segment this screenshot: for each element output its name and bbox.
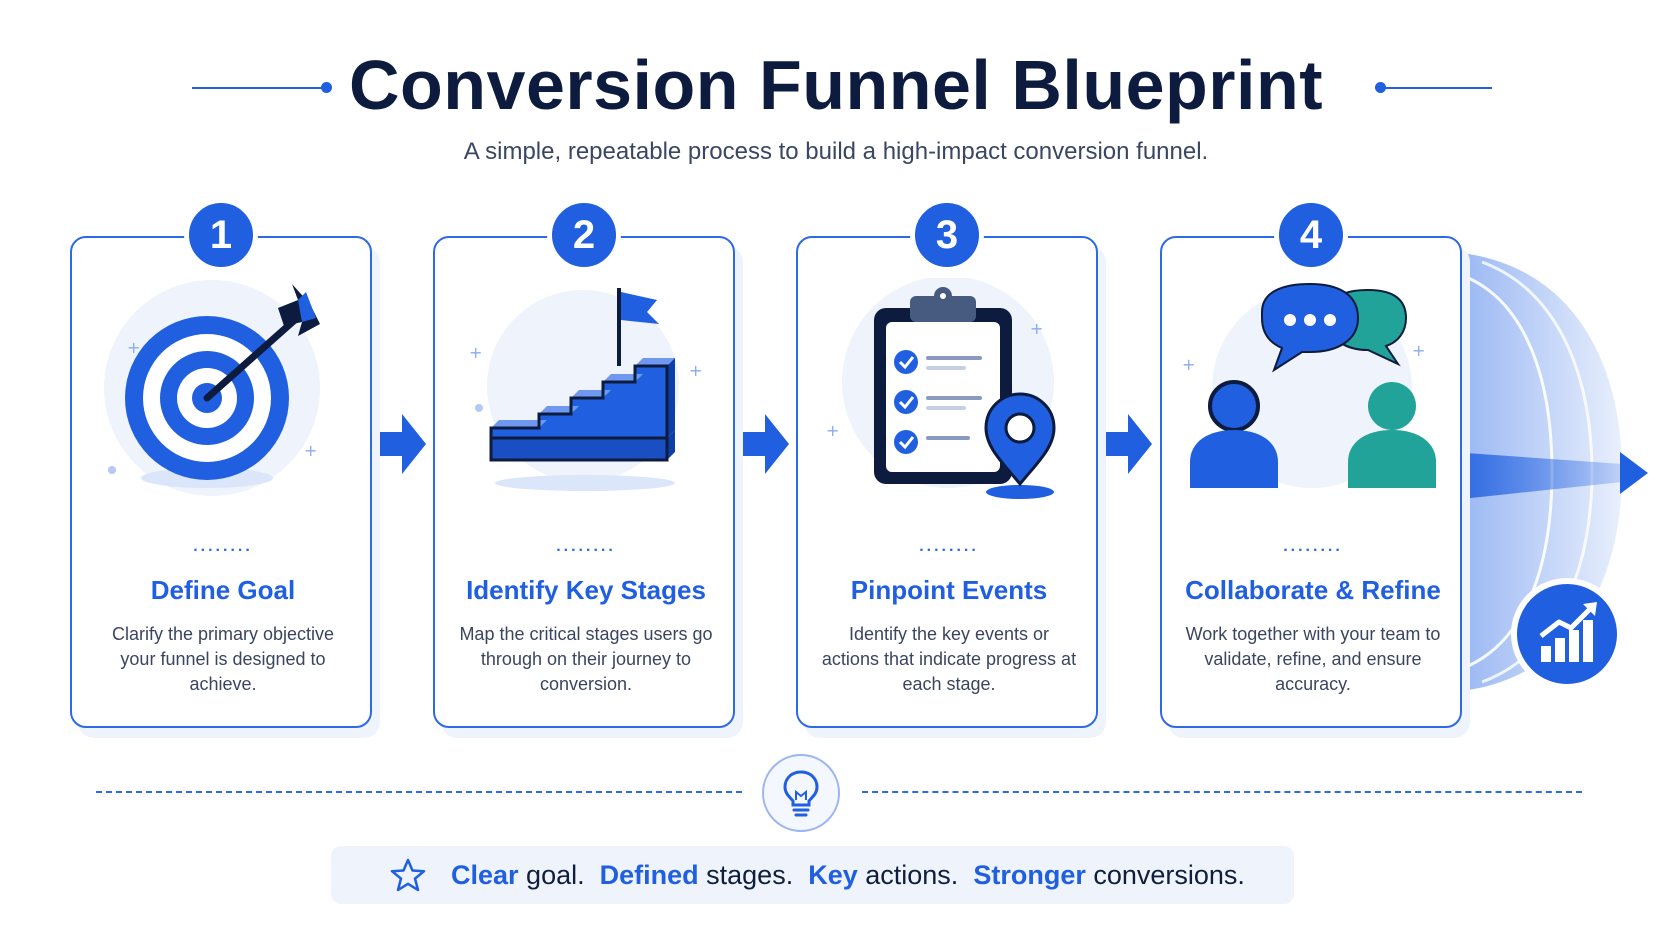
title-decor-dot-left	[321, 82, 332, 93]
step-title: Identify Key Stages	[466, 575, 706, 605]
svg-text:+: +	[1182, 355, 1195, 374]
step-title: Define Goal	[150, 575, 296, 605]
svg-text:+: +	[469, 343, 482, 362]
svg-text:+: +	[1030, 319, 1043, 338]
title-decor-line-left	[192, 87, 326, 89]
tagline-word: conversions.	[1085, 860, 1245, 890]
title-decor-line-right	[1380, 87, 1492, 89]
tagline-word: goal.	[518, 860, 585, 890]
step-description: Clarify the primary objective your funne…	[111, 624, 335, 694]
stairs-flag-icon: + +	[469, 288, 702, 491]
page-title: Conversion Funnel Blueprint	[348, 46, 1324, 124]
svg-text:+: +	[826, 421, 839, 440]
step-separator: ........	[919, 538, 979, 555]
divider-right	[862, 791, 1582, 793]
arrow-right-icon	[380, 414, 426, 474]
arrow-right-icon	[1106, 414, 1152, 474]
step-number-badge: 4	[1274, 198, 1348, 272]
step-separator: ........	[193, 538, 253, 555]
step-card-1: 1 + + ........ Define Goal Clarify the p…	[70, 198, 372, 728]
step-card-3: 3 + + ........ Pinpoint Events	[796, 198, 1098, 728]
step-description: Map the critical stages users go through…	[459, 624, 713, 694]
tagline-box: Clear goal. Defined stages. Key actions.…	[331, 846, 1294, 904]
arrow-right-icon	[743, 414, 789, 474]
svg-text:+: +	[1412, 341, 1425, 360]
step-card-4: 4 + + ........ Collaborate & Refine Work…	[1160, 198, 1462, 728]
lightbulb-icon	[783, 770, 819, 817]
svg-text:+: +	[127, 338, 140, 357]
svg-text:+: +	[689, 361, 702, 380]
target-icon: + +	[104, 280, 320, 496]
team-chat-icon: + +	[1182, 282, 1436, 488]
step-number-badge: 3	[910, 198, 984, 272]
header: Conversion Funnel Blueprint	[0, 40, 1672, 124]
step-title: Collaborate & Refine	[1185, 575, 1441, 605]
tagline-highlight: Clear	[451, 860, 519, 890]
tagline-highlight: Stronger	[973, 860, 1086, 890]
step-separator: ........	[1283, 538, 1343, 555]
step-number-badge: 2	[547, 198, 621, 272]
step-number-badge: 1	[184, 198, 258, 272]
tagline-text: Clear goal. Defined stages. Key actions.…	[451, 846, 1245, 904]
svg-text:+: +	[304, 441, 317, 460]
step-description: Identify the key events or actions that …	[821, 624, 1077, 694]
tagline-word: stages.	[698, 860, 794, 890]
growth-chart-badge	[1511, 578, 1623, 690]
step-description: Work together with your team to validate…	[1185, 624, 1441, 694]
step-card-2: 2 + + ........ Identify Key Stages Map t…	[433, 198, 735, 728]
step-title: Pinpoint Events	[850, 575, 1048, 605]
tagline-highlight: Key	[808, 860, 858, 890]
step-separator: ........	[556, 538, 616, 555]
tagline-highlight: Defined	[599, 860, 699, 890]
bar-chart-up-icon	[1539, 602, 1597, 662]
star-icon	[390, 858, 426, 892]
divider-left	[96, 791, 742, 793]
lightbulb-badge	[762, 754, 840, 832]
page-subtitle: A simple, repeatable process to build a …	[463, 138, 1209, 165]
clipboard-checklist-icon: + +	[826, 278, 1056, 499]
tagline-word: actions.	[857, 860, 959, 890]
